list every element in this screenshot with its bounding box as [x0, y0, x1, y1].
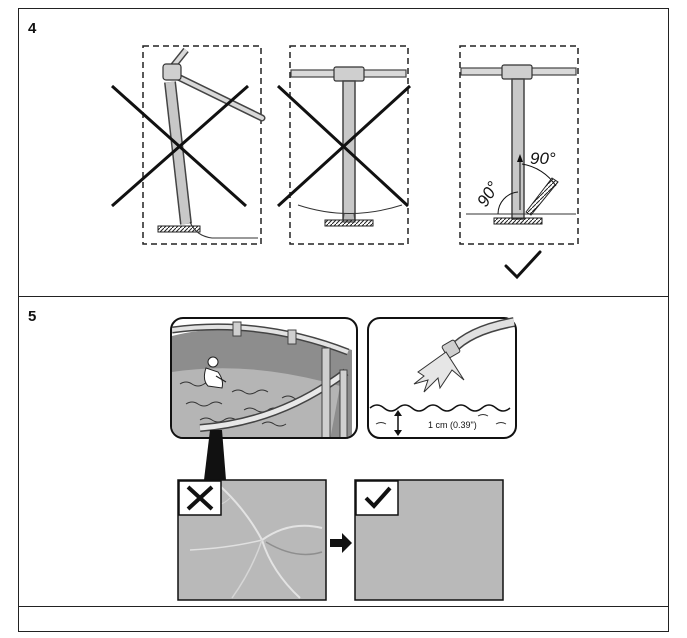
- correct-perpendicular-panel: 90° 90°: [459, 45, 579, 245]
- step-number-5: 5: [28, 308, 37, 325]
- leaning-leg-panel: [110, 45, 266, 245]
- angle-label-right: 90°: [530, 149, 556, 168]
- page-frame: [18, 8, 669, 632]
- water-depth-illustration: 1 cm (0.39"): [367, 317, 517, 439]
- zoom-pointer: [204, 430, 226, 480]
- step-number-4: 4: [28, 20, 37, 37]
- correct-check-icon: [504, 250, 542, 280]
- section-divider: [18, 296, 669, 297]
- smooth-liner-panel: [354, 479, 504, 601]
- uneven-ground-panel: [276, 45, 412, 245]
- bottom-divider: [18, 606, 669, 607]
- water-depth-label: 1 cm (0.39"): [428, 420, 477, 430]
- wrinkled-liner-panel: [177, 479, 327, 601]
- angle-label-left: 90°: [473, 178, 503, 210]
- arrow-right-icon: [330, 533, 352, 553]
- wrong-x-icon: [186, 485, 214, 511]
- correct-check-icon-liner: [364, 486, 392, 509]
- pool-filling-illustration: [170, 317, 358, 439]
